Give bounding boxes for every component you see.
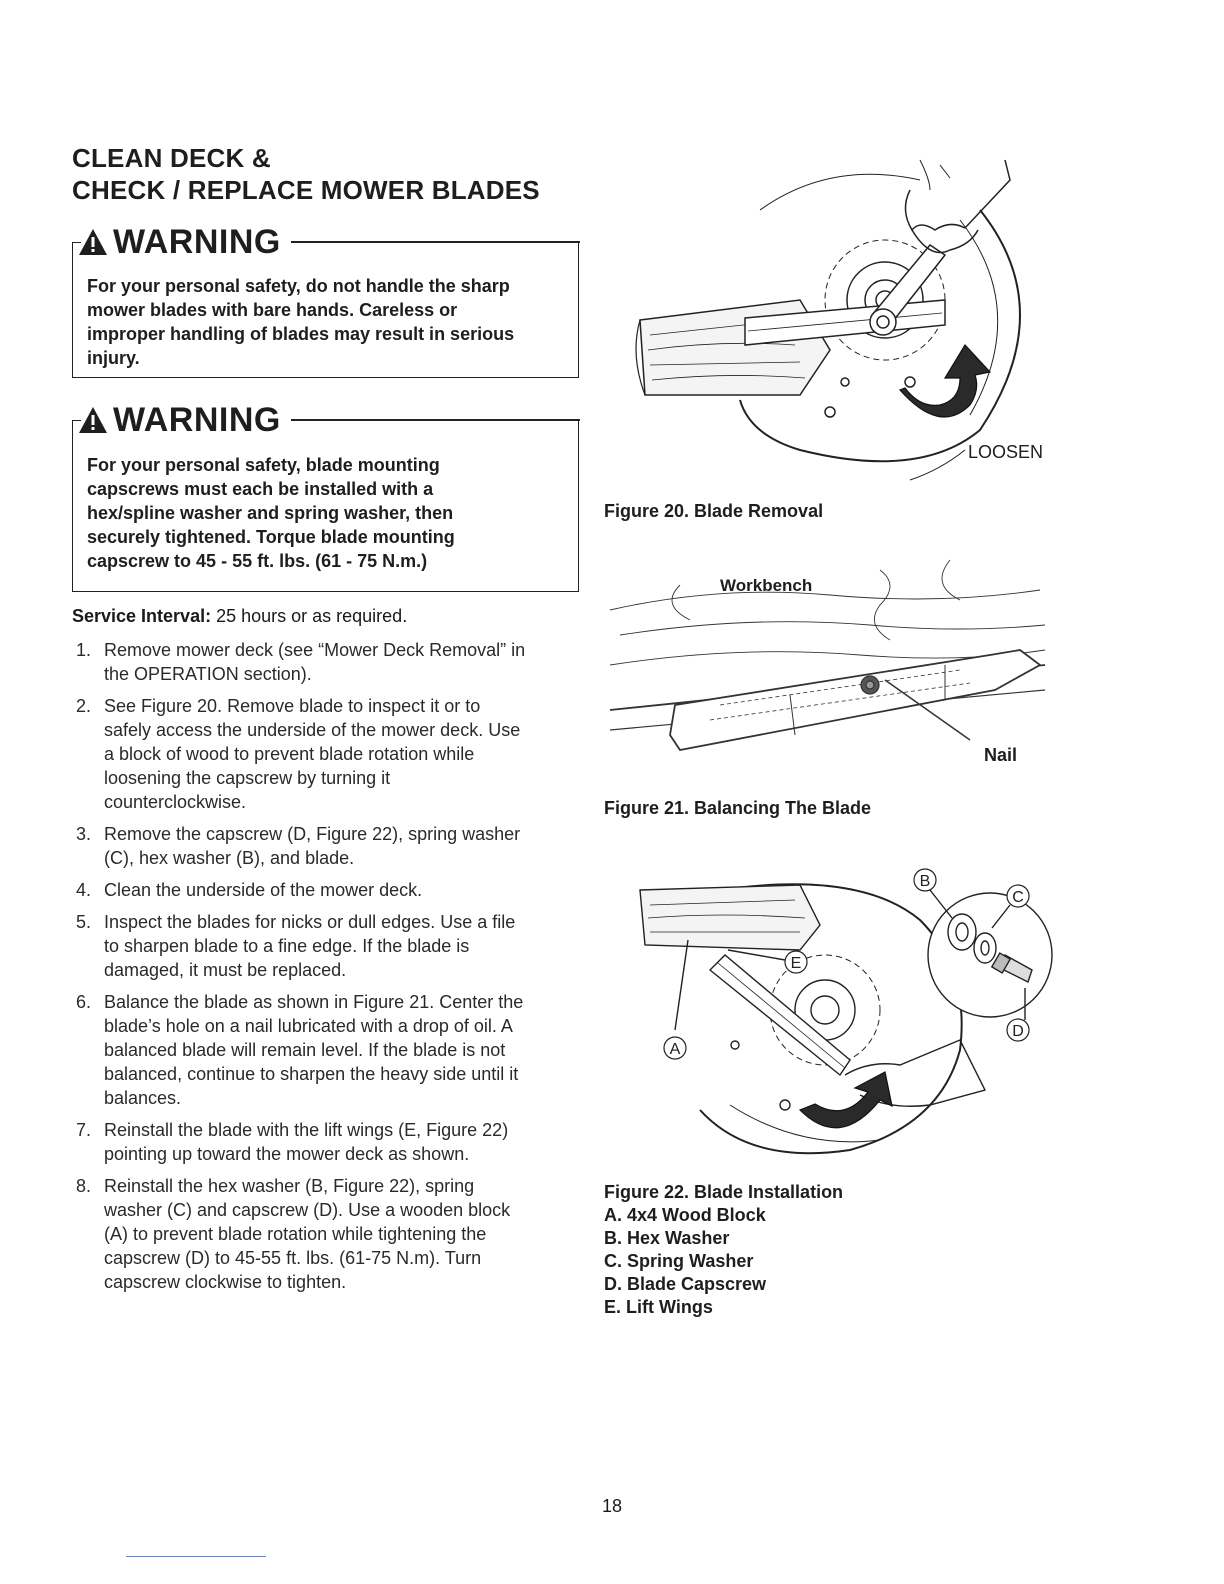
- step-line: Balance the blade as shown in Figure 21.…: [104, 992, 524, 1012]
- step-line: damaged, it must be replaced.: [104, 960, 347, 980]
- footer-rule: [126, 1556, 266, 1557]
- step-line: Remove the capscrew (D, Figure 22), spri…: [104, 824, 521, 844]
- warning-line: hex/spline washer and spring washer, the…: [87, 503, 454, 523]
- step-item: 2. See Figure 20. Remove blade to inspect…: [72, 694, 572, 814]
- warning-text: For your personal safety, do not handle …: [87, 274, 575, 370]
- callout-e: E: [784, 950, 808, 974]
- figure-22-caption: Figure 22. Blade Installation: [604, 1182, 844, 1202]
- step-line: to sharpen blade to a fine edge. If the …: [104, 936, 470, 956]
- warning-line: injury.: [87, 348, 140, 368]
- warning-rule: [290, 241, 580, 243]
- warning-triangle-icon: [79, 229, 107, 255]
- step-number: 4.: [76, 880, 92, 900]
- heading-line-1: CLEAN DECK &: [72, 143, 271, 173]
- step-item: 1. Remove mower deck (see “Mower Deck Rem…: [72, 638, 572, 686]
- callout-a: A: [663, 1036, 687, 1060]
- step-line: a block of wood to prevent blade rotatio…: [104, 744, 475, 764]
- step-line: blade’s hole on a nail lubricated with a…: [104, 1016, 513, 1036]
- section-heading: CLEAN DECK & CHECK / REPLACE MOWER BLADE…: [72, 142, 540, 206]
- step-line: (C), hex washer (B), and blade.: [104, 848, 355, 868]
- step-item: 3. Remove the capscrew (D, Figure 22), sp…: [72, 822, 572, 870]
- workbench-label: Workbench: [720, 576, 812, 595]
- step-item: 6. Balance the blade as shown in Figure 2…: [72, 990, 572, 1110]
- figure-21-caption: Figure 21. Balancing The Blade: [604, 798, 872, 818]
- warning-rule: [290, 419, 580, 421]
- step-item: 8. Reinstall the hex washer (B, Figure 22…: [72, 1174, 572, 1294]
- step-number: 3.: [76, 824, 92, 844]
- heading-line-2: CHECK / REPLACE MOWER BLADES: [72, 175, 540, 205]
- step-line: Remove mower deck (see “Mower Deck Remov…: [104, 640, 526, 660]
- callout-b-label: B: [920, 873, 931, 890]
- callout-c: C: [1006, 884, 1030, 908]
- warning-line: improper handling of blades may result i…: [87, 324, 515, 344]
- warning-box-capscrews: WARNING For your personal safety, blade …: [71, 402, 580, 592]
- step-line: Reinstall the hex washer (B, Figure 22),…: [104, 1176, 475, 1196]
- warning-box-handling: WARNING For your personal safety, do not…: [71, 224, 580, 378]
- warning-header: WARNING: [73, 402, 580, 438]
- step-line: Reinstall the blade with the lift wings …: [104, 1120, 509, 1140]
- step-number: 5.: [76, 912, 92, 932]
- step-line: balances.: [104, 1088, 182, 1108]
- step-line: balanced, continue to sharpen the heavy …: [104, 1064, 519, 1084]
- service-interval-label: Service Interval:: [72, 606, 212, 626]
- callout-d: D: [1006, 1018, 1030, 1042]
- step-line: (A) to prevent blade rotation while tigh…: [104, 1224, 487, 1244]
- legend-item: B. Hex Washer: [604, 1228, 730, 1248]
- warning-title: WARNING: [113, 223, 281, 261]
- clockwise-arrow-icon: [798, 1071, 893, 1129]
- step-line: counterclockwise.: [104, 792, 247, 812]
- callout-d-label: D: [1012, 1023, 1024, 1040]
- figure-22-legend: A. 4x4 Wood Block B. Hex Washer C. Sprin…: [604, 1204, 766, 1319]
- callout-a-label: A: [670, 1041, 681, 1058]
- callout-e-label: E: [791, 955, 802, 972]
- figure-20-blade-removal-illustration: LOOSEN: [635, 159, 1043, 481]
- step-line: washer (C) and capscrew (D). Use a woode…: [104, 1200, 511, 1220]
- step-line: See Figure 20. Remove blade to inspect i…: [104, 696, 481, 716]
- step-line: capscrew clockwise to tighten.: [104, 1272, 347, 1292]
- figure-20-caption: Figure 20. Blade Removal: [604, 501, 824, 521]
- step-line: Inspect the blades for nicks or dull edg…: [104, 912, 516, 932]
- step-line: Clean the underside of the mower deck.: [104, 880, 423, 900]
- legend-item: C. Spring Washer: [604, 1251, 754, 1271]
- page-number: 18: [601, 1496, 623, 1516]
- step-number: 2.: [76, 696, 92, 716]
- figure-21-balancing-illustration: Workbench Nail: [609, 559, 1046, 765]
- step-line: balanced blade will remain level. If the…: [104, 1040, 506, 1060]
- warning-header: WARNING: [73, 224, 580, 260]
- step-item: 4. Clean the underside of the mower deck.: [72, 878, 572, 902]
- warning-line: capscrew to 45 - 55 ft. lbs. (61 - 75 N.…: [87, 551, 428, 571]
- step-number: 8.: [76, 1176, 92, 1196]
- loosen-label: LOOSEN: [968, 442, 1043, 462]
- warning-triangle-icon: [79, 407, 107, 433]
- service-interval: Service Interval: 25 hours or as require…: [72, 604, 407, 628]
- counterclockwise-arrow-icon: [898, 344, 992, 418]
- legend-item: A. 4x4 Wood Block: [604, 1205, 766, 1225]
- step-line: the OPERATION section).: [104, 664, 312, 684]
- figure-22-blade-installation-illustration: B C D E A: [639, 868, 1053, 1155]
- legend-item: E. Lift Wings: [604, 1297, 713, 1317]
- step-number: 6.: [76, 992, 92, 1012]
- step-item: 5. Inspect the blades for nicks or dull e…: [72, 910, 572, 982]
- step-number: 7.: [76, 1120, 92, 1140]
- warning-title: WARNING: [113, 401, 281, 439]
- service-interval-value: 25 hours or as required.: [211, 606, 408, 626]
- warning-line: For your personal safety, blade mounting: [87, 455, 440, 475]
- warning-line: For your personal safety, do not handle …: [87, 276, 510, 296]
- procedure-steps: 1. Remove mower deck (see “Mower Deck Rem…: [72, 638, 572, 1302]
- step-line: loosening the capscrew by turning it: [104, 768, 391, 788]
- warning-line: capscrews must each be installed with a: [87, 479, 434, 499]
- warning-text: For your personal safety, blade mounting…: [87, 453, 575, 573]
- step-item: 7. Reinstall the blade with the lift wing…: [72, 1118, 572, 1166]
- warning-line: mower blades with bare hands. Careless o…: [87, 300, 458, 320]
- callout-c-label: C: [1012, 889, 1024, 906]
- step-line: capscrew (D) to 45-55 ft. lbs. (61-75 N.…: [104, 1248, 482, 1268]
- step-number: 1.: [76, 640, 92, 660]
- legend-item: D. Blade Capscrew: [604, 1274, 767, 1294]
- nail-label: Nail: [984, 745, 1017, 765]
- warning-line: securely tightened. Torque blade mountin…: [87, 527, 455, 547]
- step-line: pointing up toward the mower deck as sho…: [104, 1144, 470, 1164]
- step-line: safely access the underside of the mower…: [104, 720, 521, 740]
- callout-b: B: [913, 868, 937, 892]
